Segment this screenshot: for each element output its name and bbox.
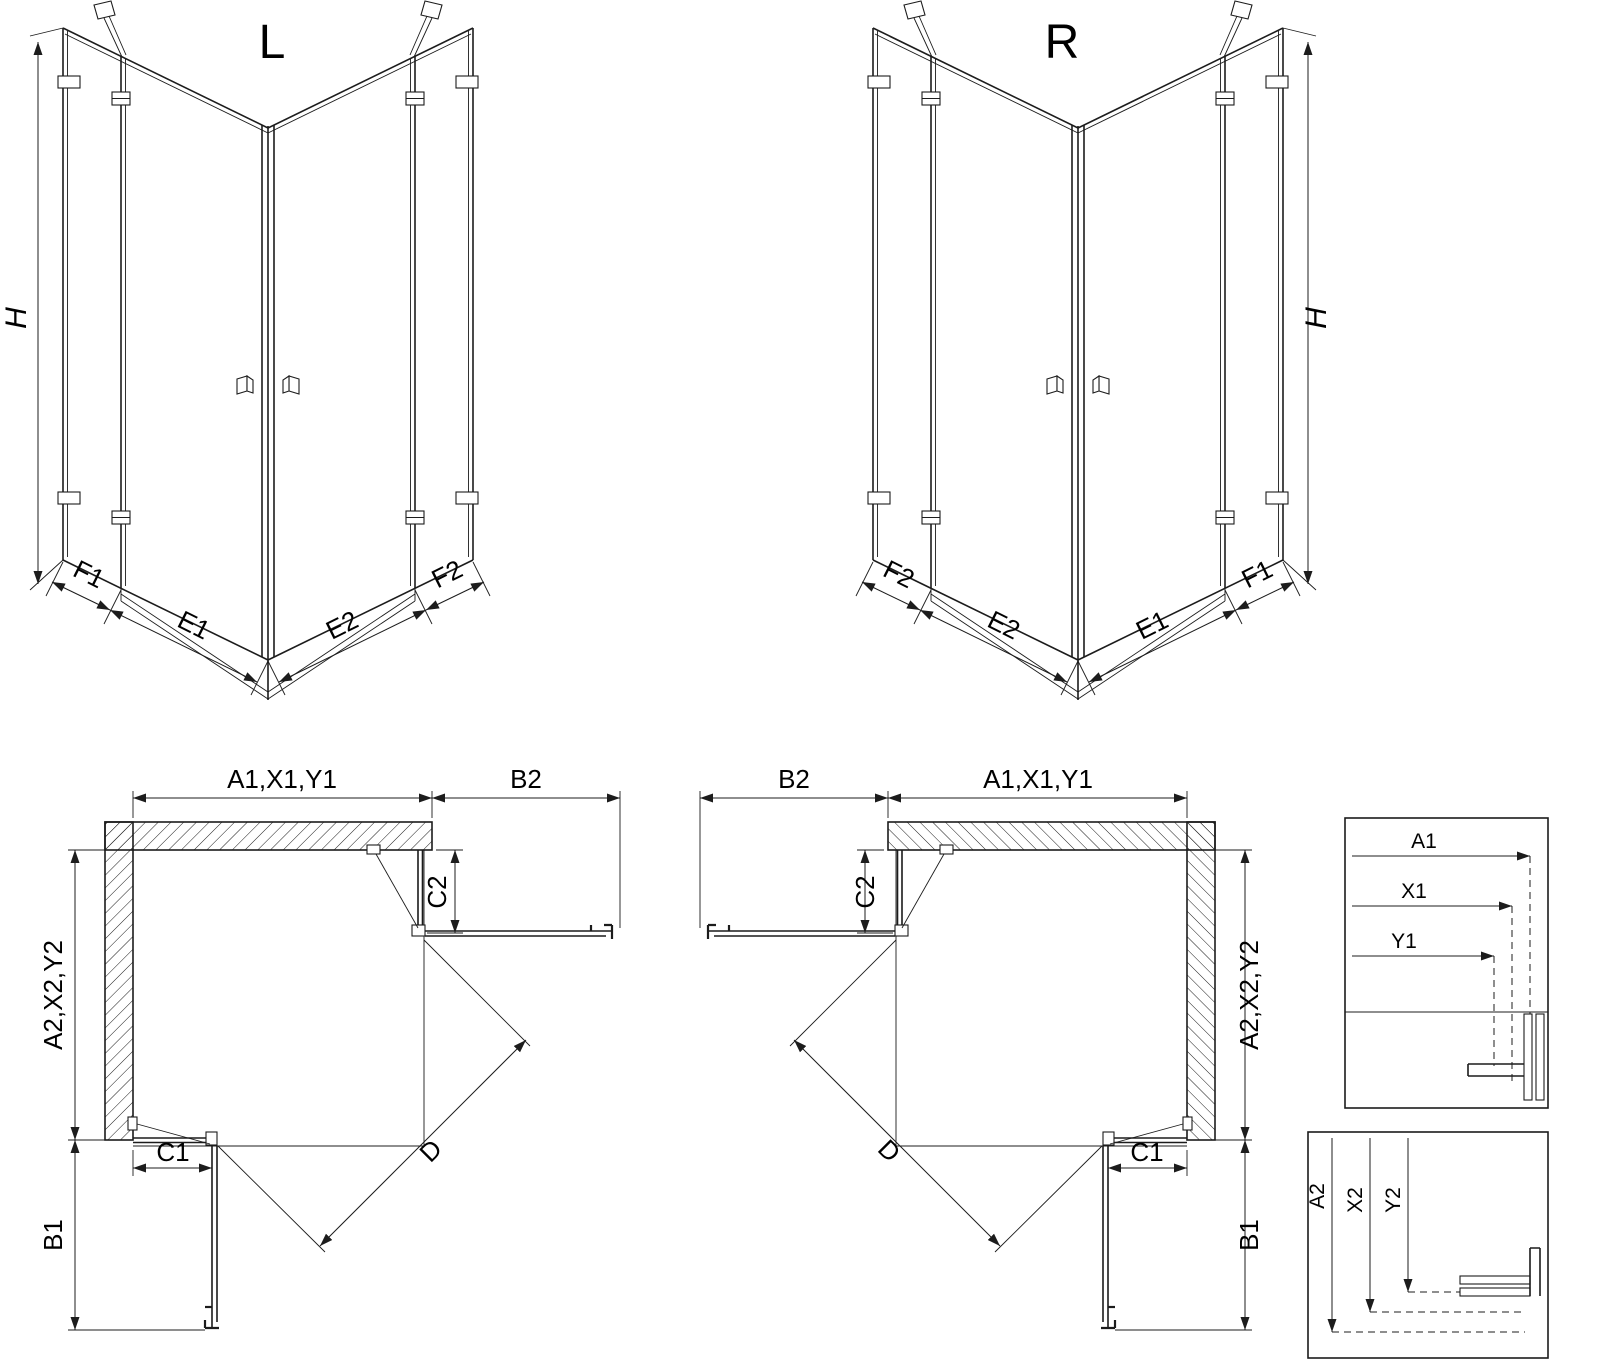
detail-label-x1: X1 <box>1401 880 1427 903</box>
dim-label-a2-plan-l: A2,X2,Y2 <box>38 940 68 1050</box>
dim-label-e1-l: E1 <box>173 604 215 645</box>
dim-label-f2-l: F2 <box>427 554 468 594</box>
dim-label-d-plan-r: D <box>872 1133 906 1167</box>
dim-label-e2-r: E2 <box>983 604 1025 645</box>
dim-label-c1-plan-l: C1 <box>156 1137 189 1167</box>
dim-label-c2-plan-r: C2 <box>850 875 880 908</box>
plan-view-right-variant <box>700 791 1252 1330</box>
plan-view-left-variant <box>68 791 620 1330</box>
dim-label-b2-plan-l: B2 <box>510 764 542 794</box>
detail-label-y1: Y1 <box>1391 930 1417 953</box>
dim-label-e2-l: E2 <box>321 604 363 645</box>
dim-label-b1-plan-r: B1 <box>1234 1219 1264 1251</box>
detail-label-y2: Y2 <box>1382 1187 1405 1213</box>
detail-label-a2: A2 <box>1306 1183 1329 1209</box>
dim-label-f2-r: F2 <box>879 554 920 594</box>
dim-label-height-r: H <box>1300 307 1333 329</box>
dim-label-e1-r: E1 <box>1131 604 1173 645</box>
dim-label-b2-plan-r: B2 <box>778 764 810 794</box>
dim-label-a1-plan-l: A1,X1,Y1 <box>227 764 337 794</box>
detail-depth-measurement <box>1307 1131 1549 1359</box>
variant-label-right: R <box>1045 16 1080 69</box>
dim-label-c2-plan-l: C2 <box>422 875 452 908</box>
detail-width-measurement <box>1344 817 1549 1109</box>
dim-label-f1-r: F1 <box>1237 554 1278 594</box>
detail-label-x2: X2 <box>1344 1187 1367 1213</box>
labels: L H F1 E1 E2 F2 R H F2 E2 E1 F1 A1,X1,Y1… <box>0 16 1437 1251</box>
dim-label-b1-plan-l: B1 <box>38 1219 68 1251</box>
iso-view-left-variant <box>30 1 490 700</box>
dim-label-a2-plan-r: A2,X2,Y2 <box>1234 940 1264 1050</box>
detail-label-a1: A1 <box>1411 830 1437 853</box>
variant-label-left: L <box>259 16 286 69</box>
dim-label-c1-plan-r: C1 <box>1130 1137 1163 1167</box>
dim-label-height-l: H <box>0 307 33 329</box>
dim-label-f1-l: F1 <box>69 554 110 594</box>
dim-label-a1-plan-r: A1,X1,Y1 <box>983 764 1093 794</box>
dim-label-d-plan-l: D <box>413 1133 447 1167</box>
iso-view-right-variant <box>856 1 1316 700</box>
